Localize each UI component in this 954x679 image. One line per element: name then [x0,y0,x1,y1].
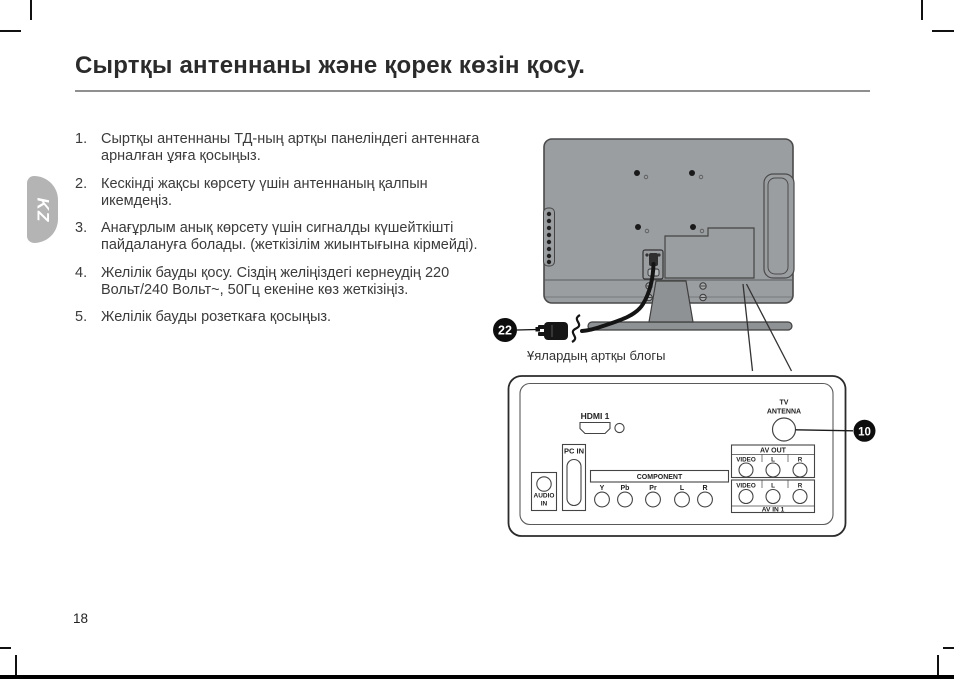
svg-text:22: 22 [498,324,512,338]
page-number: 18 [73,611,89,626]
cable-tie [571,314,581,343]
side-panel-slot [763,173,795,279]
step-text: Кескінді жақсы көрсету үшін антеннаның қ… [101,175,428,209]
hdmi-port: HDMI 1 [579,411,625,435]
instruction-step: 5. Желілік бауды розеткаға қосыңыз. [75,309,487,326]
language-tab-label: KZ [33,197,53,222]
crop-mark-bottom-right-v [937,655,939,679]
svg-text:Pb: Pb [621,485,630,492]
svg-text:R: R [702,485,707,492]
svg-text:R: R [798,457,803,464]
step-number: 4. [75,264,88,281]
vesa-mount-holes [634,170,705,234]
svg-text:COMPONENT: COMPONENT [637,474,683,481]
bottom-edge-bar [0,675,954,679]
power-cable [580,262,656,333]
svg-text:TV: TV [780,400,789,407]
instruction-step: 3. Анағұрлым анық көрсету үшін сигналды … [75,220,487,255]
tv-stand-base [587,321,793,331]
pc-in-port: PC IN [561,443,587,512]
av-out-ports: AV OUT VIDEO L R [730,444,816,479]
svg-text:HDMI 1: HDMI 1 [581,411,610,421]
svg-text:Pr: Pr [649,485,657,492]
tv-antenna-port: TV ANTENNA [767,400,801,442]
step-number: 3. [75,220,88,237]
svg-text:AV IN 1: AV IN 1 [762,507,785,514]
instruction-step: 1. Сыртқы антеннаны ТД-ның артқы панелін… [75,131,487,166]
svg-text:AV OUT: AV OUT [760,448,787,455]
page-title: Сыртқы антеннаны және қорек көзін қосу. [75,52,586,79]
step-number: 2. [75,175,88,192]
power-plug [538,322,568,340]
tv-rear-diagram: 22 [493,138,795,372]
crop-mark-top-left-v [30,0,32,20]
connector-compartment [664,227,755,279]
crop-mark-top-right-v [921,0,923,20]
crop-mark-bottom-left-h [0,647,11,649]
diagram-caption: Ұялардың артқы блогы [527,348,666,363]
av-in-ports: VIDEO L R AV IN 1 [730,479,816,514]
step-text: Сыртқы антеннаны ТД-ның артқы панеліндег… [101,131,480,165]
instruction-step: 2. Кескінді жақсы көрсету үшін антеннаны… [75,176,487,211]
crop-mark-bottom-right-h [943,647,954,649]
svg-text:10: 10 [858,426,871,438]
svg-text:L: L [771,483,775,490]
svg-text:Y: Y [600,485,605,492]
audio-in-port: AUDIO IN [530,471,558,512]
svg-text:L: L [680,485,685,492]
step-text: Анағұрлым анық көрсету үшін сигналды күш… [101,220,478,254]
callout-badge-power-cord: 22 [493,318,517,342]
crop-mark-top-left-h [0,30,21,32]
panel-inner-frame [519,382,834,526]
pointer-line [742,283,754,372]
svg-text:IN: IN [541,501,548,508]
step-text: Желілік бауды розеткаға қосыңыз. [101,309,332,326]
rear-panel-diagram: HDMI 1 PC IN AUDIO IN COMPONENT Y Pb Pr … [507,375,876,537]
instruction-step: 4. Желілік бауды қосу. Сіздің желіңіздег… [75,265,487,300]
language-tab: KZ [27,176,58,243]
pointer-line [745,283,793,372]
svg-text:R: R [798,483,803,490]
svg-text:L: L [771,457,775,464]
svg-text:VIDEO: VIDEO [736,457,756,464]
svg-text:VIDEO: VIDEO [736,483,756,490]
crop-mark-top-right-h [932,30,954,32]
component-ports: COMPONENT Y Pb Pr L R [589,469,730,508]
step-number: 1. [75,131,88,147]
crop-mark-bottom-left-v [15,655,17,679]
svg-text:ANTENNA: ANTENNA [767,409,801,416]
title-divider [75,90,870,92]
callout-badge-antenna: 10 [853,419,876,442]
tv-stand-neck [648,280,694,323]
step-number: 5. [75,309,88,326]
svg-text:PC IN: PC IN [564,447,584,456]
svg-text:AUDIO: AUDIO [534,493,555,500]
side-control-buttons [543,207,555,267]
step-text: Желілік бауды қосу. Сіздің желіңіздегі к… [101,264,450,299]
instruction-list: 1. Сыртқы антеннаны ТД-ның артқы панелін… [75,131,487,337]
